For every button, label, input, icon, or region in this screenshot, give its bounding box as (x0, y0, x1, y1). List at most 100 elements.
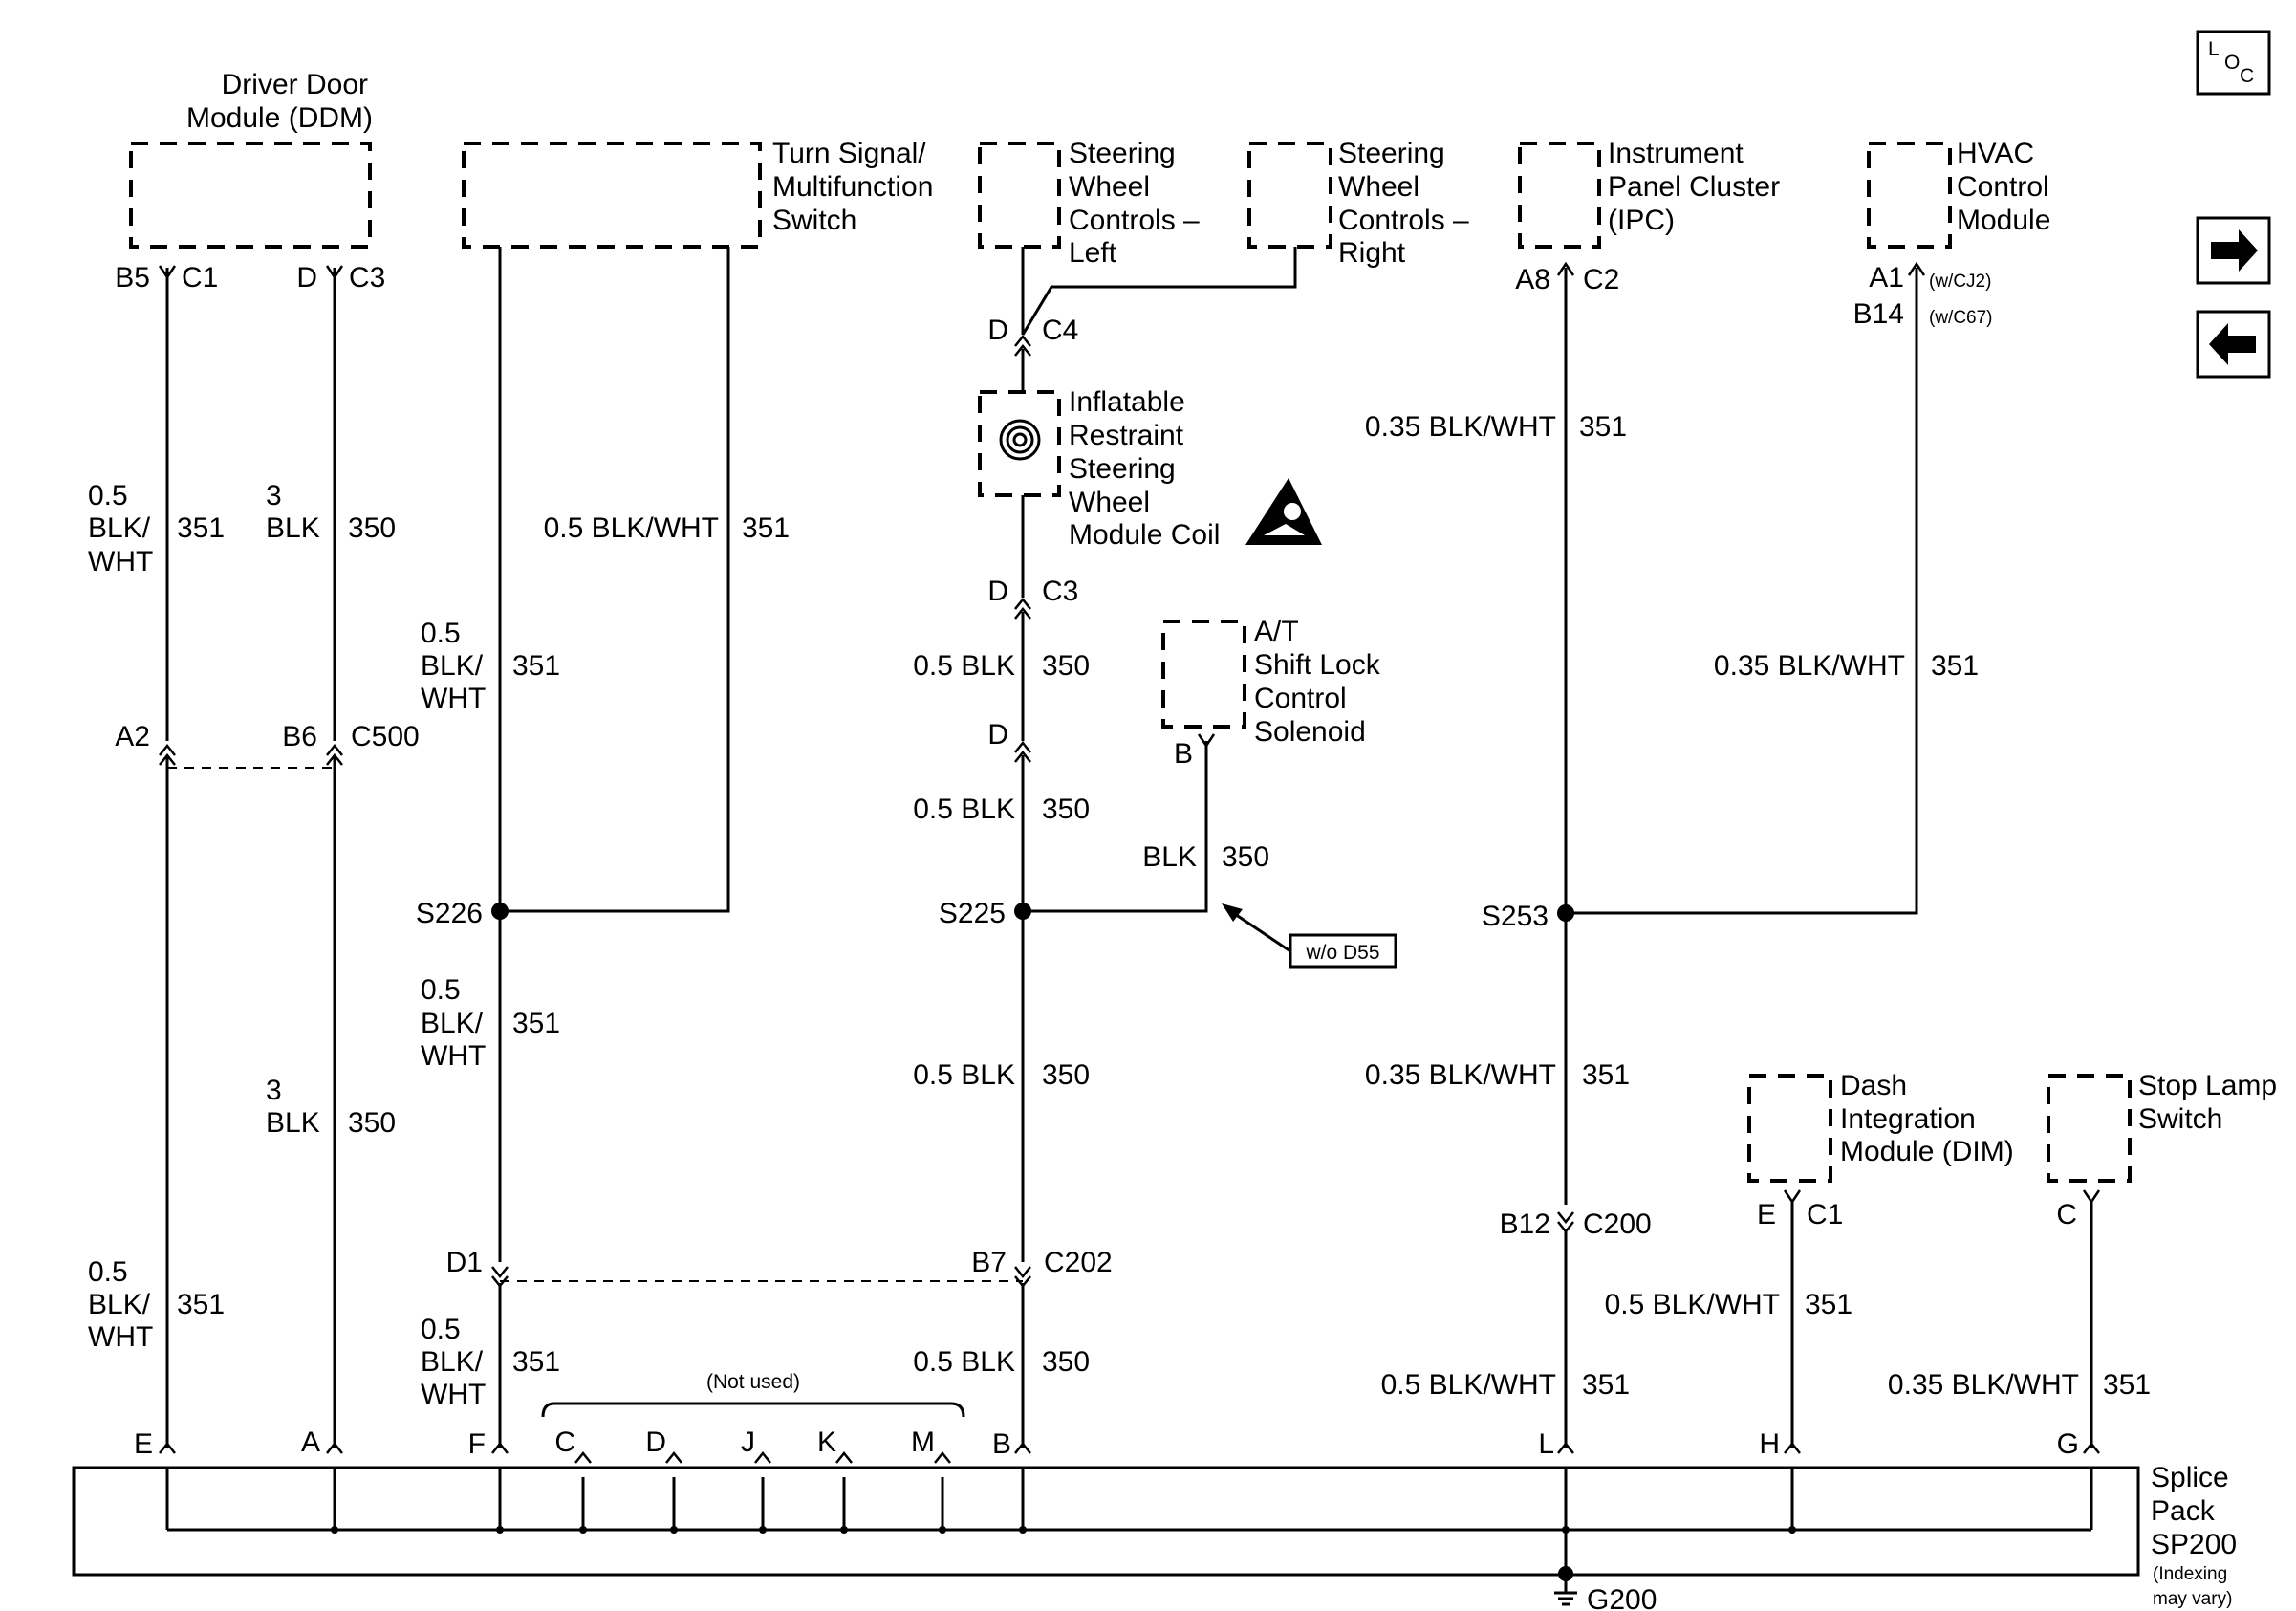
pin-hvac-b14: B14 (1853, 298, 1904, 330)
wire-label-size: WHT (88, 546, 153, 577)
ddm-label-2: Module (DDM) (186, 102, 373, 134)
airbag-coil: Inflatable Restraint Steering Wheel Modu… (978, 386, 1322, 551)
wire-label-circuit: 351 (1931, 650, 1979, 682)
wire-label-size: 0.5 BLK (913, 650, 1015, 682)
pin-sp-l: L (1538, 1428, 1554, 1460)
dim-label-1: Dash (1840, 1070, 1907, 1101)
stop-lamp-label-1: Stop Lamp (2138, 1070, 2277, 1101)
wire-label-circuit: 351 (1579, 411, 1627, 443)
stop-lamp-switch: Stop Lamp Switch (2047, 1070, 2277, 1183)
previous-page-button[interactable] (2196, 310, 2271, 379)
splice-s225-label: S225 (939, 898, 1006, 929)
pin-coil-c3: C3 (1042, 576, 1078, 607)
pin-c202-b7: B7 (971, 1247, 1007, 1278)
swc-right-label-2: Wheel (1338, 171, 1419, 203)
shift-lock-label-3: Control (1254, 683, 1347, 714)
location-icon[interactable]: L O C (2196, 30, 2271, 96)
wire-shift-lock-350 (1023, 741, 1208, 913)
wire-label-circuit: 351 (512, 650, 560, 682)
wire-label-circuit: 351 (1805, 1289, 1852, 1320)
splice-s225-dot (1014, 903, 1031, 920)
wire-swc-right-350 (1021, 247, 1297, 336)
connector-symbols (158, 261, 2101, 1464)
wire-label-circuit: 351 (512, 1346, 560, 1378)
wire-label-circuit: 351 (512, 1008, 560, 1039)
wire-label-size: 0.5 BLK (913, 1059, 1015, 1091)
pin-swc-c4: C4 (1042, 315, 1078, 346)
wire-label-circuit: 351 (742, 512, 790, 544)
pin-hvac-a1-note: (w/CJ2) (1929, 272, 1991, 292)
shift-lock-label-4: Solenoid (1254, 716, 1366, 748)
wire-label-size: 0.5 (88, 1256, 128, 1288)
wire-label-size: 0.5 BLK (913, 1346, 1015, 1378)
pin-labels: B5 C1 D C3 D C4 D C3 D A8 C2 A1 (w/CJ2) … (115, 262, 2079, 1460)
connector-c202: C202 (1044, 1247, 1113, 1278)
ipc-label-1: Instrument (1608, 138, 1744, 169)
wire-label-circuit: 350 (1042, 1059, 1090, 1091)
svg-text:C: C (2240, 65, 2254, 87)
wire-label-size: WHT (421, 683, 486, 714)
instrument-panel-cluster: Instrument Panel Cluster (IPC) (1518, 138, 1780, 249)
wires (165, 247, 2093, 1448)
next-page-button[interactable] (2196, 216, 2271, 285)
coil-icon (999, 419, 1041, 461)
wire-label-size: WHT (88, 1321, 153, 1353)
pin-sp-f: F (468, 1428, 486, 1460)
pin-sp-h: H (1759, 1428, 1780, 1460)
wire-label-size: 0.5 BLK (913, 794, 1015, 825)
left-arrow-icon (2209, 323, 2256, 365)
swc-right-label-1: Steering (1338, 138, 1445, 169)
swc-right-label-4: Right (1338, 237, 1406, 269)
not-used-label: (Not used) (706, 1371, 800, 1393)
turn-signal-switch: Turn Signal/ Multifunction Switch (462, 138, 933, 249)
steering-wheel-controls-left: Steering Wheel Controls – Left (978, 138, 1200, 269)
stop-lamp-label-2: Switch (2138, 1103, 2222, 1135)
pin-sp-b: B (992, 1428, 1011, 1460)
wire-label-circuit: 350 (1042, 650, 1090, 682)
wire-label-circuit: 350 (1222, 841, 1269, 873)
pin-ddm-b5: B5 (115, 262, 150, 294)
pin-c200-b12: B12 (1500, 1208, 1550, 1240)
pin-sp-j: J (741, 1426, 755, 1458)
connector-c500: C500 (351, 721, 420, 752)
wire-label-size: 0.5 (421, 618, 461, 649)
wire-label-size: BLK/ (421, 1008, 484, 1039)
pin-ipc-a8: A8 (1515, 264, 1550, 295)
wire-labels: 0.5 BLK/ WHT 351 3 BLK 350 0.5 BLK/WHT 3… (88, 411, 2151, 1410)
pin-c500-a2: A2 (115, 721, 150, 752)
wire-hvac-351 (1566, 268, 1918, 915)
wire-label-size: 0.5 (421, 1314, 461, 1345)
pin-ddm-c1: C1 (182, 262, 218, 294)
wire-label-size: BLK/ (421, 1346, 484, 1378)
pin-swc-d: D (987, 315, 1008, 346)
ipc-label-2: Panel Cluster (1608, 171, 1780, 203)
hvac-label-2: Control (1957, 171, 2049, 203)
pin-dim-e: E (1757, 1199, 1776, 1230)
wire-label-size: BLK (1142, 841, 1197, 873)
pin-hvac-b14-note: (w/C67) (1929, 308, 1993, 328)
splice-s226-dot (491, 903, 509, 920)
pin-sp-e: E (134, 1428, 153, 1460)
swc-right-label-3: Controls – (1338, 205, 1469, 236)
steering-wheel-controls-right: Steering Wheel Controls – Right (1247, 138, 1469, 269)
driver-door-module: Driver Door Module (DDM) (129, 69, 373, 249)
pin-sp-k: K (817, 1426, 836, 1458)
pin-hvac-a1: A1 (1869, 262, 1904, 294)
pin-dim-c1: C1 (1807, 1199, 1843, 1230)
pin-shift-b: B (1174, 738, 1193, 770)
splice-note-1: (Indexing (2153, 1564, 2227, 1584)
hvac-label-1: HVAC (1957, 138, 2034, 169)
hvac-label-3: Module (1957, 205, 2050, 236)
coil-label-1: Inflatable (1069, 386, 1185, 418)
pin-c500-b6: B6 (282, 721, 317, 752)
wire-turn-signal-351 (500, 247, 730, 913)
splice-pack-label-1: Splice (2151, 1462, 2229, 1493)
ipc-label-3: (IPC) (1608, 205, 1675, 236)
not-used-bracket (541, 1402, 965, 1418)
wire-label-size: WHT (421, 1379, 486, 1410)
wire-label-size: BLK/ (88, 1289, 151, 1320)
coil-label-3: Steering (1069, 453, 1176, 485)
dim-label-3: Module (DIM) (1840, 1136, 2014, 1167)
splice-pack-label-3: SP200 (2151, 1529, 2237, 1560)
